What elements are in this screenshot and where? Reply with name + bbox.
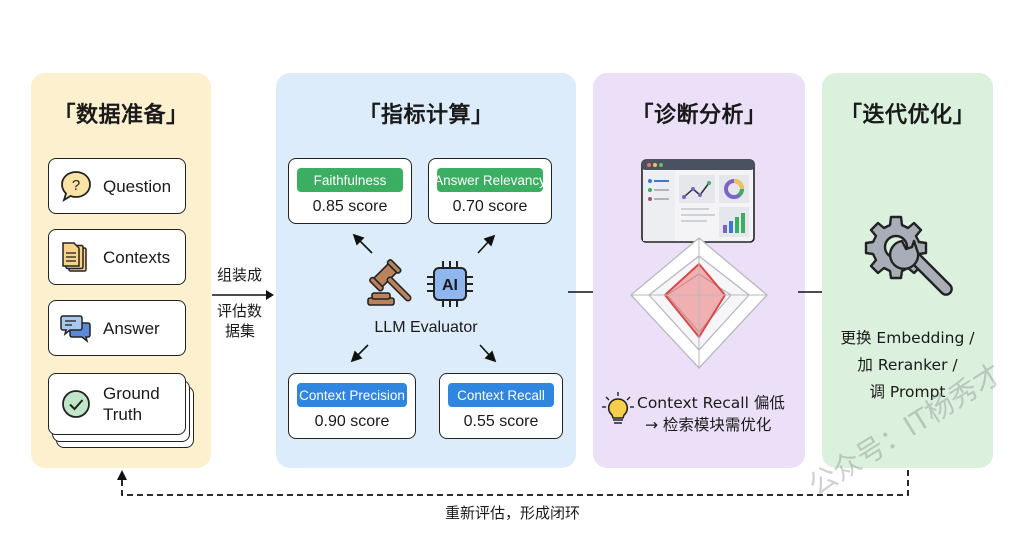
metric-tag: Faithfulness	[297, 168, 403, 192]
item-ground-truth: Ground Truth	[48, 373, 186, 435]
stage-diagnosis: 「诊断分析」	[593, 73, 805, 468]
optimize-line1: 更换 Embedding /	[840, 329, 975, 347]
metric-card-context-precision: Context Precision 0.90 score	[288, 373, 416, 439]
evaluator-arrows	[350, 233, 497, 363]
item-contexts: Contexts	[48, 229, 186, 285]
metric-tag: Context Precision	[297, 383, 407, 407]
diagnosis-insight-line1: Context Recall 偏低	[637, 394, 785, 412]
stage-title: 「诊断分析」	[631, 103, 767, 128]
metric-card-context-recall: Context Recall 0.55 score	[439, 373, 563, 439]
item-answer: Answer	[48, 300, 186, 356]
ai-chip-text: AI	[442, 277, 458, 294]
connector-label-line1: 组装成	[217, 266, 263, 284]
item-label: Contexts	[103, 247, 171, 267]
metric-score: 0.85 score	[312, 198, 388, 215]
metric-tag: Answer Relevancy	[434, 168, 546, 192]
stage-title: 「迭代优化」	[839, 103, 975, 128]
metric-tag: Context Recall	[448, 383, 554, 407]
documents-icon	[62, 242, 87, 272]
svg-text:?: ?	[72, 177, 80, 194]
item-label-line2: Truth	[103, 405, 143, 424]
metric-card-answer-relevancy: Answer Relevancy 0.70 score	[428, 158, 552, 224]
dashboard-icon	[641, 159, 755, 243]
loop-label: 重新评估，形成闭环	[445, 504, 581, 522]
diagnosis-insight-line2: → 检索模块需优化	[645, 416, 772, 434]
lightbulb-icon	[602, 392, 634, 424]
metric-score: 0.90 score	[314, 413, 390, 430]
gear-wrench-icon	[864, 215, 953, 296]
chat-bubbles-icon	[60, 315, 91, 343]
llm-evaluator-label: LLM Evaluator	[374, 319, 478, 336]
metric-card-faithfulness: Faithfulness 0.85 score	[288, 158, 412, 224]
ai-chip-icon: AI	[427, 261, 473, 307]
gavel-icon	[367, 259, 412, 306]
item-label-line1: Ground	[103, 384, 160, 403]
item-label: Question	[103, 176, 172, 196]
optimize-line2: 加 Reranker /	[857, 356, 958, 374]
connector-label-line3: 据集	[225, 322, 256, 340]
metric-score: 0.70 score	[452, 198, 528, 215]
stage-iterative-optimization: 「迭代优化」 更换 Embedding / 加 Reranker / 调 Pro…	[822, 73, 993, 468]
stage-data-preparation: 「数据准备」 ? Question Contexts Answer	[31, 73, 211, 468]
arrow-right-icon	[212, 290, 274, 300]
stage-title: 「数据准备」	[53, 103, 189, 128]
check-circle-icon	[62, 390, 90, 418]
metric-score: 0.55 score	[463, 413, 539, 430]
optimize-line3: 调 Prompt	[869, 383, 946, 401]
question-bubble-icon: ?	[61, 171, 91, 203]
item-label: Ground Truth	[103, 383, 160, 425]
stage-metric-calculation: 「指标计算」 Faithfulness 0.85 score Answer Re…	[276, 73, 576, 468]
stage-title: 「指标计算」	[358, 103, 494, 128]
item-label: Answer	[103, 318, 160, 338]
radar-chart	[630, 237, 768, 369]
item-question: ? Question	[48, 158, 186, 214]
connector-label-line2: 评估数	[217, 302, 263, 320]
